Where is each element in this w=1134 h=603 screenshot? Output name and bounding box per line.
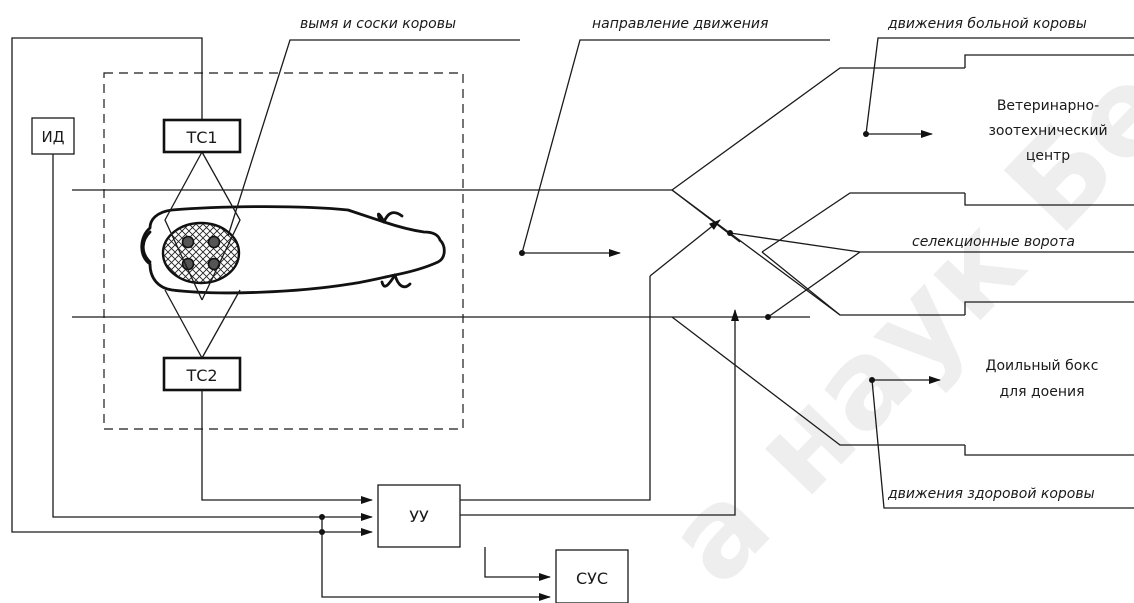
vet-center-label-1: Ветеринарно- xyxy=(997,98,1099,114)
uu-block: УУ xyxy=(377,484,461,548)
milking-box-zone: Доильный бокс для доения xyxy=(964,301,1134,456)
ts1-signal-line xyxy=(11,37,322,533)
uu-to-sus-arrow xyxy=(484,547,551,581)
uu-label: УУ xyxy=(409,507,429,526)
vet-center-label-3: центр xyxy=(1026,148,1070,164)
ts1-label: ТС1 xyxy=(185,128,217,147)
id-block: ИД xyxy=(31,117,75,155)
selection-gate xyxy=(649,189,861,320)
cow-outline xyxy=(140,205,446,295)
udder-leader-line xyxy=(227,39,520,237)
healthy-cow-movement: движения здоровой коровы xyxy=(869,376,1134,509)
sus-block: СУС xyxy=(555,549,629,603)
ts2-signal-line xyxy=(201,390,373,504)
selection-gates-annotation: селекционные ворота xyxy=(860,234,1134,253)
sick-cow-movement: движения больной коровы xyxy=(863,16,1134,138)
selection-gates-label: селекционные ворота xyxy=(912,234,1075,250)
bus-to-sus-arrow xyxy=(321,532,551,601)
ts2-label: ТС2 xyxy=(185,366,217,385)
gate-control-lines xyxy=(460,276,739,516)
ts1-block: ТС1 xyxy=(162,118,242,154)
movement-direction: направление движения xyxy=(519,16,830,257)
vet-center-label-2: зоотехнический xyxy=(988,123,1107,139)
sus-label: СУС xyxy=(576,569,608,588)
ts2-block: ТС2 xyxy=(162,356,242,392)
milking-box-label-1: Доильный бокс xyxy=(986,358,1099,374)
sensor-beams xyxy=(164,151,241,359)
milking-box-label-2: для доения xyxy=(999,384,1084,400)
healthy-cow-label: движения здоровой коровы xyxy=(887,486,1095,502)
id-signal-line xyxy=(52,154,373,521)
sick-cow-label: движения больной коровы xyxy=(887,16,1087,32)
vet-center-zone: Ветеринарно- зоотехнический центр xyxy=(964,54,1134,206)
udder-label: вымя и соски коровы xyxy=(300,16,456,32)
stall-area xyxy=(103,72,464,430)
id-block-label: ИД xyxy=(42,128,65,146)
movement-direction-label: направление движения xyxy=(592,16,768,32)
